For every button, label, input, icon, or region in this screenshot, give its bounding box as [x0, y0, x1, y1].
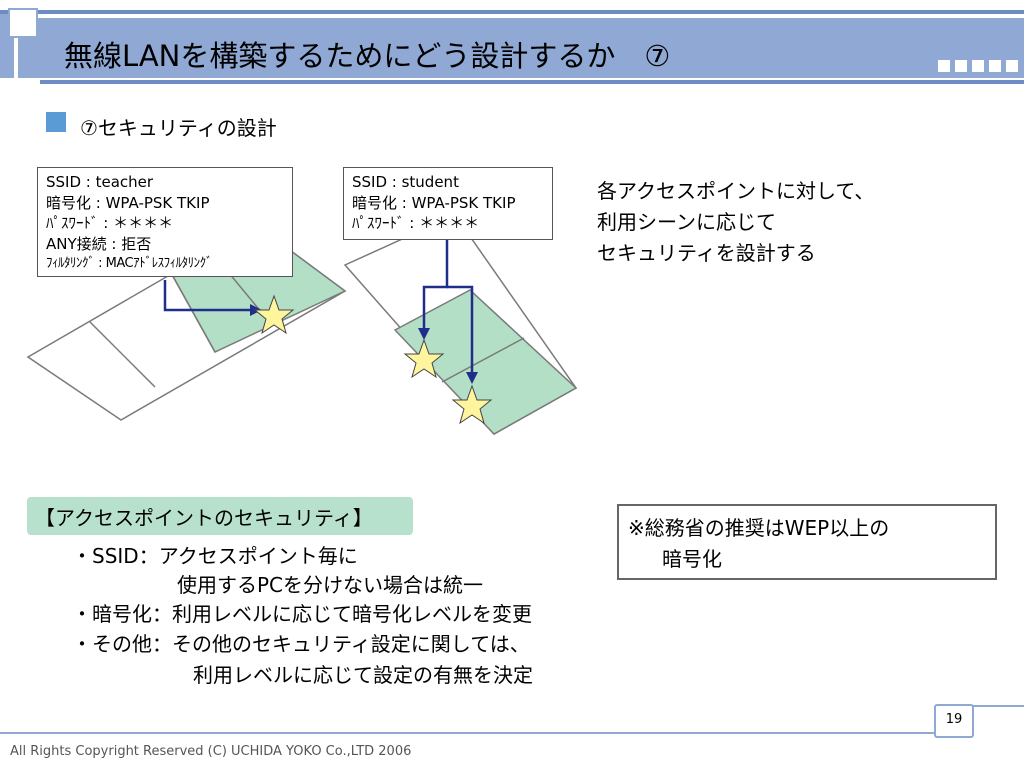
- security-other-line: 利用レベルに応じて設定の有無を決定: [193, 663, 533, 687]
- security-ssid-line: 使用するPCを分けない場合は統一: [177, 573, 484, 597]
- access-point-star-icon: [253, 294, 295, 335]
- security-heading: 【アクセスポイントのセキュリティ】: [35, 506, 373, 530]
- section-bullet-square: [46, 112, 66, 132]
- left-building-divider: [164, 261, 216, 353]
- student-arrow-head: [418, 328, 430, 340]
- description-line: 各アクセスポイントに対して、: [597, 179, 875, 203]
- right-building-divider: [441, 337, 525, 383]
- teacher-ssid: SSID : teacher: [46, 173, 154, 191]
- note-line: ※総務省の推奨はWEP以上の: [628, 516, 890, 540]
- note-box: [617, 504, 997, 580]
- security-other-line: ・その他：その他のセキュリティ設定に関しては、: [72, 632, 530, 656]
- title-corner-square: [8, 8, 38, 38]
- title-decoration-dot: [955, 60, 967, 72]
- student-encryption: 暗号化 : WPA-PSK TKIP: [352, 193, 516, 212]
- student-ssid: SSID : student: [352, 173, 459, 191]
- student-arrow: [422, 240, 474, 376]
- title-decoration-dot: [1006, 60, 1018, 72]
- title-band-top: [0, 10, 1024, 14]
- description-line: セキュリティを設計する: [597, 241, 816, 265]
- page-number: 19: [945, 712, 963, 727]
- teacher-password: ﾊﾟｽﾜｰﾄﾞ : ＊＊＊＊: [46, 214, 174, 232]
- page-title: 無線LANを構築するためにどう設計するか ⑦: [64, 39, 671, 73]
- security-description: 各アクセスポイントに対して、 利用シーンに応じて セキュリティを設計する: [597, 176, 874, 269]
- security-encryption-line: ・暗号化：利用レベルに応じて暗号化レベルを変更: [72, 602, 532, 626]
- security-ssid-line: ・SSID：アクセスポイント毎に: [72, 544, 358, 568]
- footer-line: [0, 732, 936, 734]
- title-decoration-dot: [938, 60, 950, 72]
- teacher-filtering: ﾌｨﾙﾀﾘﾝｸﾞ : MACｱﾄﾞﾚｽﾌｨﾙﾀﾘﾝｸﾞ: [46, 256, 213, 271]
- teacher-ssid-box: SSID : teacher 暗号化 : WPA-PSK TKIP ﾊﾟｽﾜｰﾄ…: [37, 167, 293, 277]
- student-ssid-box: SSID : student 暗号化 : WPA-PSK TKIP ﾊﾟｽﾜｰﾄ…: [343, 167, 553, 240]
- copyright: All Rights Copyright Reserved (C) UCHIDA…: [10, 744, 412, 759]
- title-corner-line: [8, 14, 1024, 18]
- footer-line: [960, 705, 1024, 707]
- section-heading: ⑦セキュリティの設計: [80, 116, 277, 140]
- left-building-divider: [89, 321, 156, 388]
- title-band: [0, 10, 1024, 78]
- title-corner-line-vertical: [14, 8, 18, 84]
- teacher-arrow: [163, 280, 254, 312]
- description-line: 利用シーンに応じて: [597, 210, 776, 234]
- security-heading-background: [27, 497, 413, 535]
- student-room-highlight: [393, 289, 578, 435]
- page-number-box: [934, 704, 974, 738]
- title-decoration-dot: [989, 60, 1001, 72]
- title-bottom-line: [40, 80, 1024, 84]
- teacher-any-connection: ANY接続 : 拒否: [46, 234, 152, 253]
- student-password: ﾊﾟｽﾜｰﾄﾞ : ＊＊＊＊: [352, 214, 480, 232]
- teacher-encryption: 暗号化 : WPA-PSK TKIP: [46, 193, 210, 212]
- access-point-star-icon: [451, 384, 493, 425]
- student-arrow-head: [466, 372, 478, 384]
- access-point-star-icon: [403, 338, 445, 379]
- title-decoration-dot: [972, 60, 984, 72]
- note-line: 暗号化: [662, 547, 722, 571]
